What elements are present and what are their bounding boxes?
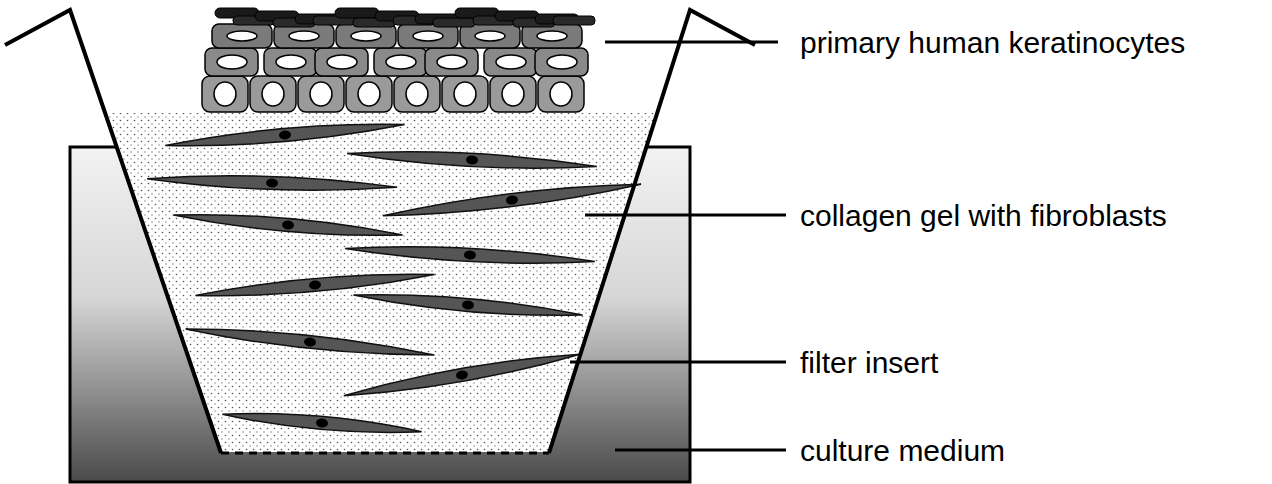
granular-cell	[398, 24, 458, 48]
cell-nucleus	[310, 82, 332, 106]
fibroblast	[353, 289, 583, 322]
spinous-cell	[374, 48, 427, 76]
fibroblast	[222, 408, 422, 438]
cell-nucleus	[537, 31, 567, 41]
cornified-cell	[335, 8, 379, 18]
fibroblast	[173, 209, 403, 242]
basal-cell	[394, 76, 440, 112]
basal-cell	[490, 76, 536, 112]
cell-nucleus	[496, 55, 526, 69]
cornified-cell	[553, 16, 595, 25]
cell-nucleus	[406, 82, 428, 106]
part-label: culture medium	[800, 434, 1005, 467]
cell-nucleus	[437, 55, 467, 69]
spinous-cell	[205, 48, 258, 76]
cell-nucleus	[289, 31, 319, 41]
cell-nucleus	[276, 55, 306, 69]
cornified-cell	[433, 18, 475, 27]
cell-nucleus	[358, 82, 380, 106]
filter-membrane	[221, 452, 549, 455]
cell-nucleus	[550, 82, 572, 106]
granular-cell	[212, 24, 272, 48]
cell-nucleus	[386, 55, 416, 69]
cell-nucleus	[262, 82, 284, 106]
collagen-gel	[106, 113, 656, 452]
part-label: filter insert	[800, 346, 938, 379]
spinous-cell	[484, 48, 537, 76]
basal-cell	[442, 76, 488, 112]
granular-cell	[460, 24, 520, 48]
spinous-cell	[425, 48, 478, 76]
fibroblast	[347, 147, 597, 173]
cell-nucleus	[502, 82, 524, 106]
cell-nucleus	[327, 55, 357, 69]
basal-cell	[538, 76, 584, 112]
granular-cell	[274, 24, 334, 48]
cell-nucleus	[351, 31, 381, 41]
basal-cell	[250, 76, 296, 112]
keratinocyte-layers	[202, 8, 595, 112]
fibroblast	[165, 118, 405, 152]
cell-nucleus	[547, 55, 577, 69]
fibroblast	[147, 172, 397, 194]
filter-insert-wall	[5, 10, 755, 453]
cell-nucleus	[227, 31, 257, 41]
fibroblast	[343, 348, 582, 402]
spinous-cell	[315, 48, 368, 76]
part-label: primary human keratinocytes	[800, 26, 1185, 59]
basal-cell	[298, 76, 344, 112]
part-label: collagen gel with fibroblasts	[800, 199, 1167, 232]
granular-cell	[522, 24, 582, 48]
granular-cell	[336, 24, 396, 48]
basal-cell	[202, 76, 248, 112]
cell-nucleus	[413, 31, 443, 41]
basal-cell	[346, 76, 392, 112]
spinous-cell	[535, 48, 588, 76]
fibroblast	[345, 242, 595, 268]
leader-lines	[570, 42, 786, 450]
cell-nucleus	[214, 82, 236, 106]
cell-nucleus	[454, 82, 476, 106]
fibroblast	[185, 322, 435, 361]
cell-nucleus	[475, 31, 505, 41]
cell-nucleus	[217, 55, 247, 69]
spinous-cell	[264, 48, 317, 76]
